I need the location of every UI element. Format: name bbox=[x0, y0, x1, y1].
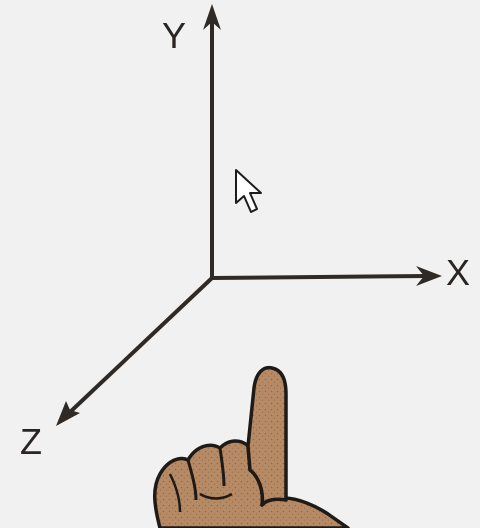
y-axis-label: Y bbox=[162, 15, 186, 56]
right-edge-strip bbox=[480, 0, 484, 528]
x-axis-label: X bbox=[446, 252, 470, 293]
z-axis-arrowhead bbox=[56, 401, 80, 426]
pointing-hand-icon bbox=[153, 365, 350, 528]
x-axis bbox=[210, 266, 442, 286]
y-axis-arrowhead bbox=[203, 4, 221, 30]
z-axis bbox=[56, 276, 214, 426]
mouse-pointer-arrow-icon bbox=[235, 169, 262, 213]
x-axis-arrowhead bbox=[416, 266, 442, 286]
z-axis-label: Z bbox=[20, 421, 42, 462]
y-axis bbox=[203, 4, 221, 280]
